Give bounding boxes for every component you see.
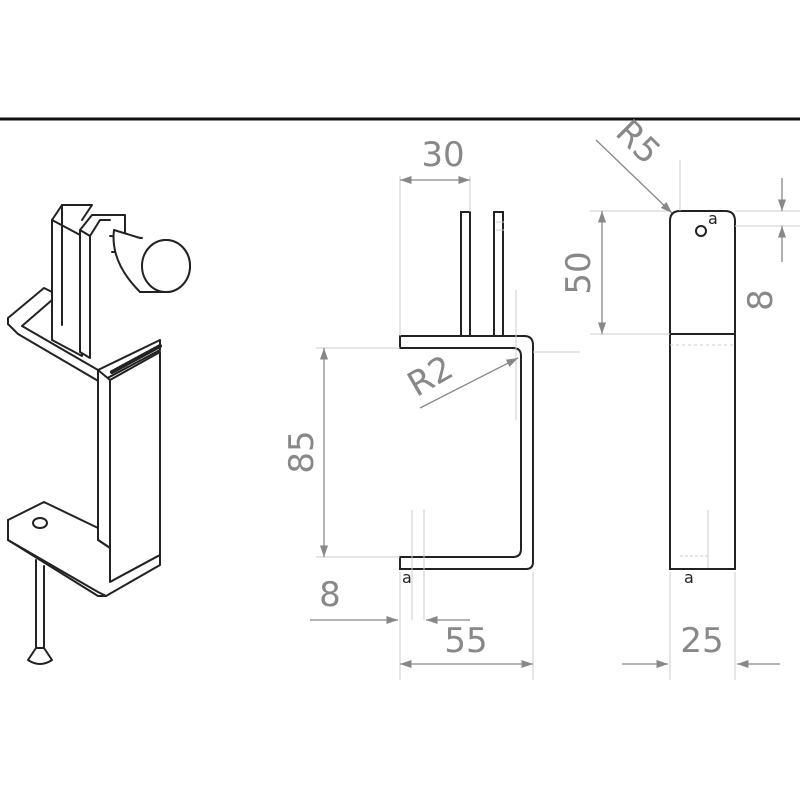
hole-marker-side-top: a xyxy=(708,209,718,228)
hole-marker-front-bottom: a xyxy=(402,568,412,587)
isometric-view xyxy=(7,204,191,665)
dimension-lines xyxy=(310,139,787,669)
dim-label-85: 85 xyxy=(282,430,322,473)
hole-marker-side-bottom: a xyxy=(684,568,694,587)
iso-back-plate xyxy=(51,219,83,357)
iso-screw-foot xyxy=(27,647,53,665)
side-profile xyxy=(669,210,736,570)
iso-screw-rod xyxy=(35,559,45,653)
dim-label-55: 55 xyxy=(444,621,487,661)
dim-label-30: 30 xyxy=(421,135,464,175)
dim-label-50: 50 xyxy=(559,251,599,294)
dim-line-r2 xyxy=(419,357,519,409)
dim-label-8-bottom: 8 xyxy=(319,575,341,615)
dim-line-r5 xyxy=(595,139,673,214)
side-view xyxy=(669,210,736,570)
dim-label-r5: R5 xyxy=(608,112,668,172)
iso-vertical-body xyxy=(97,369,111,549)
iso-hole xyxy=(32,517,48,529)
dim-label-r2: R2 xyxy=(401,348,460,405)
iso-upper-arm xyxy=(7,287,161,383)
front-post-right xyxy=(493,211,504,337)
side-hole xyxy=(695,225,707,237)
iso-knurl xyxy=(110,344,162,374)
front-post-left xyxy=(460,211,471,337)
dim-label-8-top: 8 xyxy=(741,289,781,311)
iso-front-plate xyxy=(79,229,91,359)
dim-label-25: 25 xyxy=(680,621,723,661)
